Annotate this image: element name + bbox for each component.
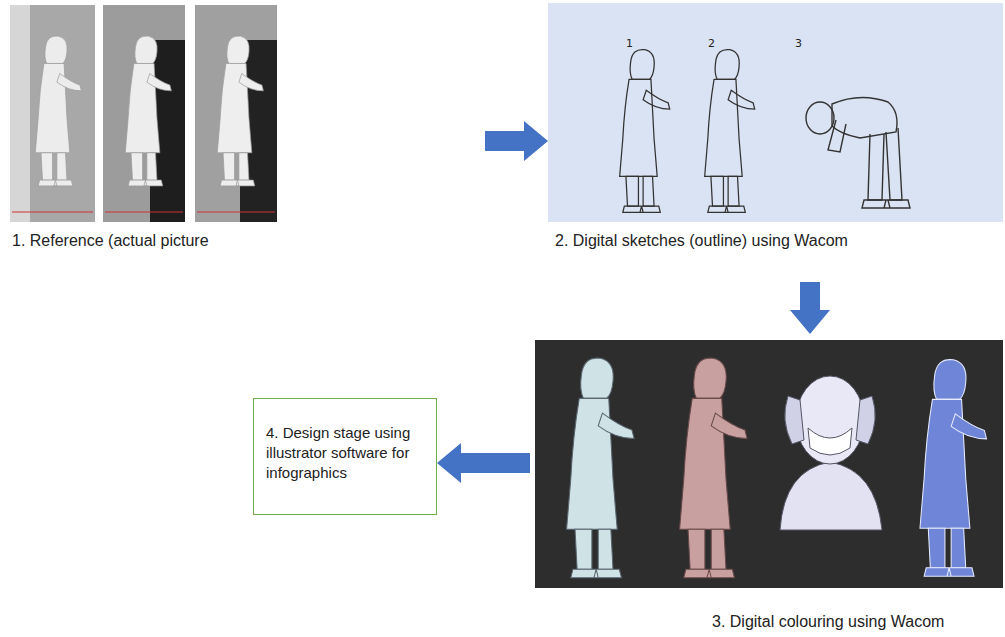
callout-number: 1 [626, 38, 633, 50]
stage-panel: 1. Reference (actual picture [8, 3, 485, 255]
reference-photos [10, 5, 277, 222]
sketch-panel [548, 3, 1003, 222]
sketch-background [548, 3, 1003, 222]
sketch-figure-bent [806, 97, 910, 208]
box-text: 4. Design stage using illustrator softwa… [266, 423, 424, 483]
colour-background [535, 340, 1003, 588]
stage-caption: 3. Digital colouring using Wacom [712, 612, 944, 632]
sketch-figure [705, 50, 755, 213]
photo-line [105, 212, 183, 213]
block-arrow [437, 443, 530, 483]
bust-shoulders [780, 462, 882, 530]
callout-number: 2 [708, 38, 715, 50]
photo-frame [103, 5, 185, 222]
sketch-shoes [862, 200, 910, 208]
stage-panel: 3. Digital colouring using Wacom [530, 334, 1003, 634]
stage-caption: 1. Reference (actual picture [12, 231, 209, 251]
stage-panel: 2. Digital sketches (outline) using Waco… [548, 3, 1003, 282]
sketch-arm [828, 120, 846, 152]
photo-wall [10, 5, 30, 222]
bust-mask [808, 428, 852, 455]
sketch-torso [832, 97, 897, 138]
photo-frame [195, 5, 277, 222]
bust-hands [785, 396, 875, 444]
stage-caption: 2. Digital sketches (outline) using Waco… [555, 231, 848, 251]
photo-frame [10, 5, 95, 222]
callout-number: 3 [795, 38, 802, 50]
coloured-figure [680, 358, 747, 578]
photo-figure [217, 36, 263, 186]
block-arrow [485, 121, 548, 161]
photo-figure [125, 36, 171, 186]
process-box: 4. Design stage using illustrator softwa… [253, 398, 437, 515]
block-arrow [790, 282, 830, 334]
coloured-figure [920, 360, 987, 577]
sketch-figure [620, 50, 670, 213]
photo-line [12, 212, 93, 213]
colour-panel [535, 340, 1003, 588]
coloured-bust [780, 376, 882, 530]
coloured-figure [567, 358, 634, 578]
sketch-head [806, 102, 834, 134]
photo-line [197, 212, 275, 213]
sketch-legs [868, 128, 902, 200]
bust-head [796, 376, 864, 464]
photo-figure [35, 36, 81, 186]
